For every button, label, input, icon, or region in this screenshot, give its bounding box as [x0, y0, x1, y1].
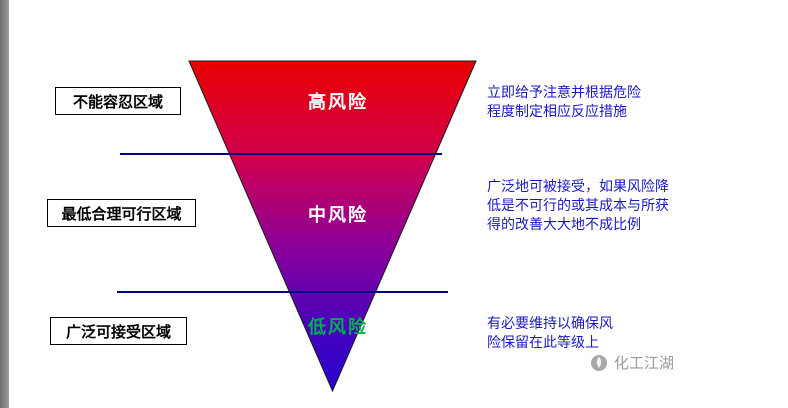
- separator-line-bottom: [117, 291, 448, 293]
- mid-risk-description: 广泛地可被接受，如果风险降 低是不可行的或其成本与所获 得的改善大大地不成比例: [487, 179, 669, 233]
- watermark-logo-icon: [591, 354, 607, 371]
- zone-box-intolerable: 不能容忍区域: [55, 87, 181, 115]
- high-risk-description: 立即给予注意并根据危险 程度制定相应反应措施: [487, 85, 641, 120]
- watermark-text: 化工江湖: [614, 354, 675, 372]
- zone-box-acceptable: 广泛可接受区域: [50, 317, 187, 345]
- zone-box-intolerable-label: 不能容忍区域: [72, 92, 163, 111]
- low-risk-description: 有必要维持以确保风 险保留在此等级上: [487, 316, 613, 351]
- zone-box-acceptable-label: 广泛可接受区域: [65, 322, 171, 341]
- zone-box-alarp: 最低合理可行区域: [47, 199, 196, 227]
- zone-box-alarp-label: 最低合理可行区域: [61, 204, 182, 223]
- risk-triangle-icon: [188, 60, 477, 393]
- high-risk-label: 高风险: [308, 92, 368, 113]
- risk-triangle: [185, 58, 481, 394]
- mid-risk-label: 中风险: [308, 205, 368, 226]
- low-risk-label: 低风险: [308, 317, 368, 338]
- left-edge-bar: [0, 0, 9, 408]
- separator-line-top: [120, 153, 442, 155]
- watermark: 化工江湖: [590, 352, 674, 373]
